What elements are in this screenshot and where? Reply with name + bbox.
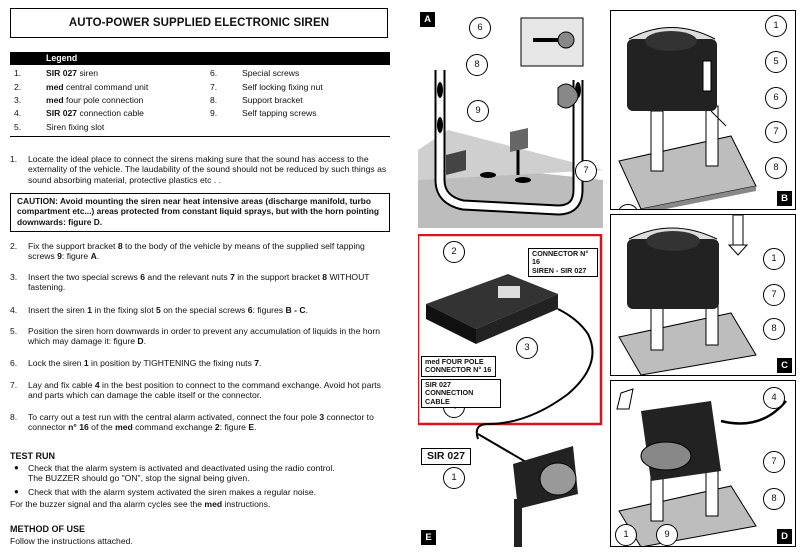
test-run-note: For the buzzer signal and tha alarm cycl… [10,499,271,509]
med-four-pole-label: med FOUR POLE CONNECTOR N° 16 [421,356,496,377]
method-text: Follow the instructions attached. [10,536,133,546]
legend-item-8: 8.Support bracket [210,95,303,105]
figure-a-callout-9: 9 [467,100,489,122]
figure-d-callout-1: 1 [615,524,637,546]
step-7: 7. Lay and fix cable 4 in the best posit… [10,380,381,401]
figure-b: B 1 5 6 7 8 9 [610,10,796,210]
figure-e-callout-2: 2 [443,241,465,263]
figure-d: D 4 7 8 1 9 [610,380,796,547]
figure-b-callout-8: 8 [765,157,787,179]
figure-e-callout-1: 1 [443,467,465,489]
figure-d-drawing [616,388,787,546]
figure-d-tag: D [777,529,792,544]
figure-e-tag: E [421,530,436,545]
caution-box: CAUTION: Avoid mounting the siren near h… [10,193,390,232]
legend-item-1: 1.SIR 027 siren [14,68,99,79]
legend-item-2: 2.med central command unit [14,81,149,92]
figure-e: 2 3 4 1 CONNECTOR N° 16 SIREN - SIR 027 … [418,234,603,547]
test-run-title: TEST RUN [10,451,55,461]
figure-b-callout-1: 1 [765,15,787,37]
legend-item-4: 4.SIR 027 connection cable [14,108,144,119]
figure-d-callout-9: 9 [656,524,678,546]
cable-label: SIR 027 CONNECTION CABLE [421,379,501,408]
legend-item-6: 6.Special screws [210,68,300,79]
legend-item-3: 3.med four pole connection [14,95,144,105]
step-8: 8. To carry out a test run with the cent… [10,412,374,433]
figure-b-callout-5: 5 [765,51,787,73]
page-title: AUTO-POWER SUPPLIED ELECTRONIC SIREN [10,8,388,38]
figure-e-callout-3: 3 [516,337,538,359]
test-run-bullet-2: ●Check that with the alarm system activa… [14,487,317,497]
figure-a-callout-7: 7 [575,160,597,182]
figure-a-drawing [418,17,603,228]
figure-c-drawing [618,215,757,375]
figure-d-callout-4: 4 [763,387,785,409]
legend-item-7: 7.Self locking fixing nut [210,81,323,92]
step-4: 4. Insert the siren 1 in the fixing slot… [10,305,308,315]
figure-a-tag: A [420,12,435,27]
figure-c-tag: C [777,358,792,373]
legend-grid: 1.SIR 027 siren 6.Special screws 2.med c… [10,65,390,138]
step-1: 1.Locate the ideal place to connect the … [10,154,387,185]
figure-a: A 6 8 9 7 [418,10,603,228]
figure-b-callout-7: 7 [765,121,787,143]
figure-e-drawing [418,234,603,547]
test-run-bullet-1: ●Check that the alarm system is activate… [14,463,335,484]
figure-d-callout-8: 8 [763,488,785,510]
legend-item-5: 5.Siren fixing slot [14,121,105,132]
figure-c: C 1 7 8 [610,214,796,376]
step-5: 5. Position the siren horn downwards in … [10,326,381,347]
figure-b-tag: B [777,191,792,206]
legend-item-9: 9.Self tapping screws [210,108,317,119]
legend-heading: Legend [10,52,390,65]
legend: Legend 1.SIR 027 siren 6.Special screws … [10,52,390,138]
figure-d-callout-7: 7 [763,451,785,473]
figure-a-callout-6: 6 [469,17,491,39]
figure-c-callout-1: 1 [763,248,785,270]
figure-c-callout-7: 7 [763,284,785,306]
step-2: 2. Fix the support bracket 8 to the body… [10,241,365,262]
figure-c-callout-8: 8 [763,318,785,340]
step-6: 6. Lock the siren 1 in position by TIGHT… [10,358,262,368]
figure-a-callout-8: 8 [466,54,488,76]
sir-027-box: SIR 027 [421,448,471,465]
step-3: 3. Insert the two special screws 6 and t… [10,272,370,293]
figure-b-drawing [618,27,757,209]
method-title: METHOD OF USE [10,524,86,534]
figure-b-callout-6: 6 [765,87,787,109]
connector-16-label: CONNECTOR N° 16 SIREN - SIR 027 [528,248,598,277]
